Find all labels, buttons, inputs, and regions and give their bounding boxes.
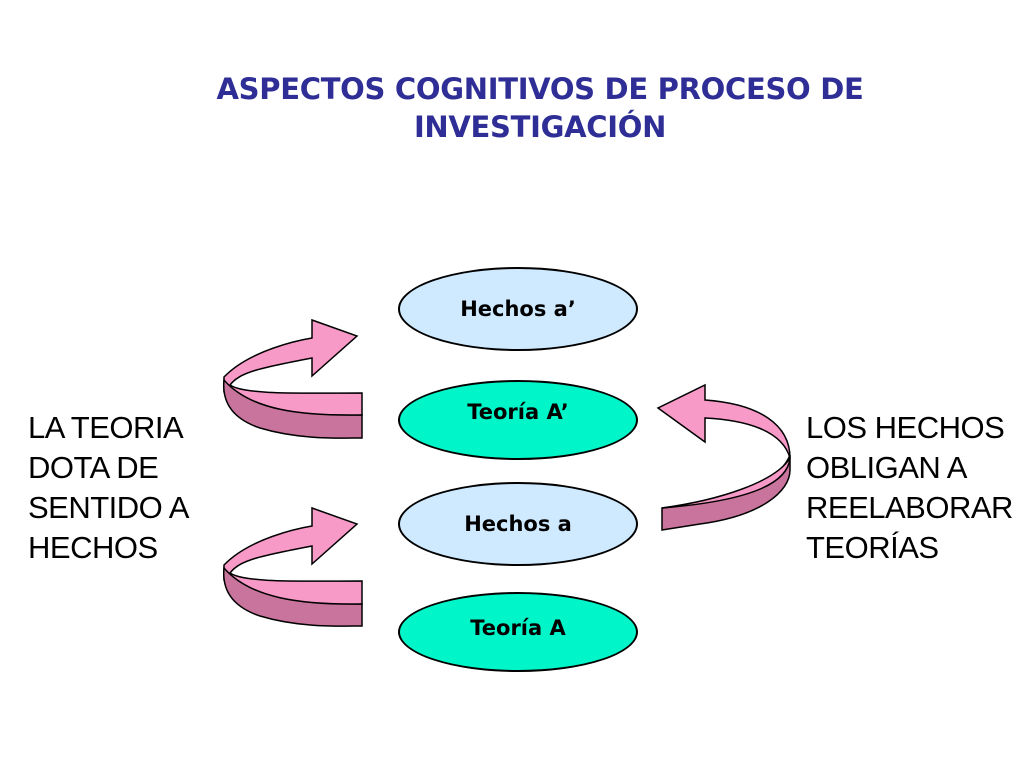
curved-arrow-icon	[222, 318, 363, 439]
node-teoria-a-prime: Teoría A’	[398, 380, 638, 460]
node-teoria-a: Teoría A	[398, 592, 638, 672]
left-caption-line: SENTIDO A	[28, 490, 189, 525]
right-caption-line: REELABORAR	[806, 490, 1013, 525]
node-hechos-a-label: Hechos a	[464, 512, 572, 536]
left-caption-line: DOTA DE	[28, 450, 159, 485]
node-hechos-a: Hechos a	[398, 482, 638, 566]
node-hechos-a-prime: Hechos a’	[398, 267, 638, 351]
node-teoria-a-label: Teoría A	[470, 616, 566, 640]
right-caption-line: OBLIGAN A	[806, 450, 967, 485]
left-caption-line: HECHOS	[28, 530, 158, 565]
right-caption: LOS HECHOS OBLIGAN A REELABORAR TEORÍAS	[806, 408, 1013, 568]
right-caption-line: TEORÍAS	[806, 530, 939, 565]
node-hechos-a-prime-label: Hechos a’	[460, 297, 576, 321]
left-caption: LA TEORIA DOTA DE SENTIDO A HECHOS	[28, 408, 189, 568]
title-line-1: ASPECTOS COGNITIVOS DE PROCESO DE	[216, 72, 864, 106]
page-title: ASPECTOS COGNITIVOS DE PROCESO DE INVEST…	[140, 70, 940, 146]
curved-arrow-icon	[656, 383, 791, 531]
title-line-2: INVESTIGACIÓN	[413, 110, 667, 144]
node-teoria-a-prime-label: Teoría A’	[467, 400, 569, 424]
curved-arrow-icon	[222, 506, 363, 627]
left-caption-line: LA TEORIA	[28, 410, 184, 445]
right-caption-line: LOS HECHOS	[806, 410, 1005, 445]
